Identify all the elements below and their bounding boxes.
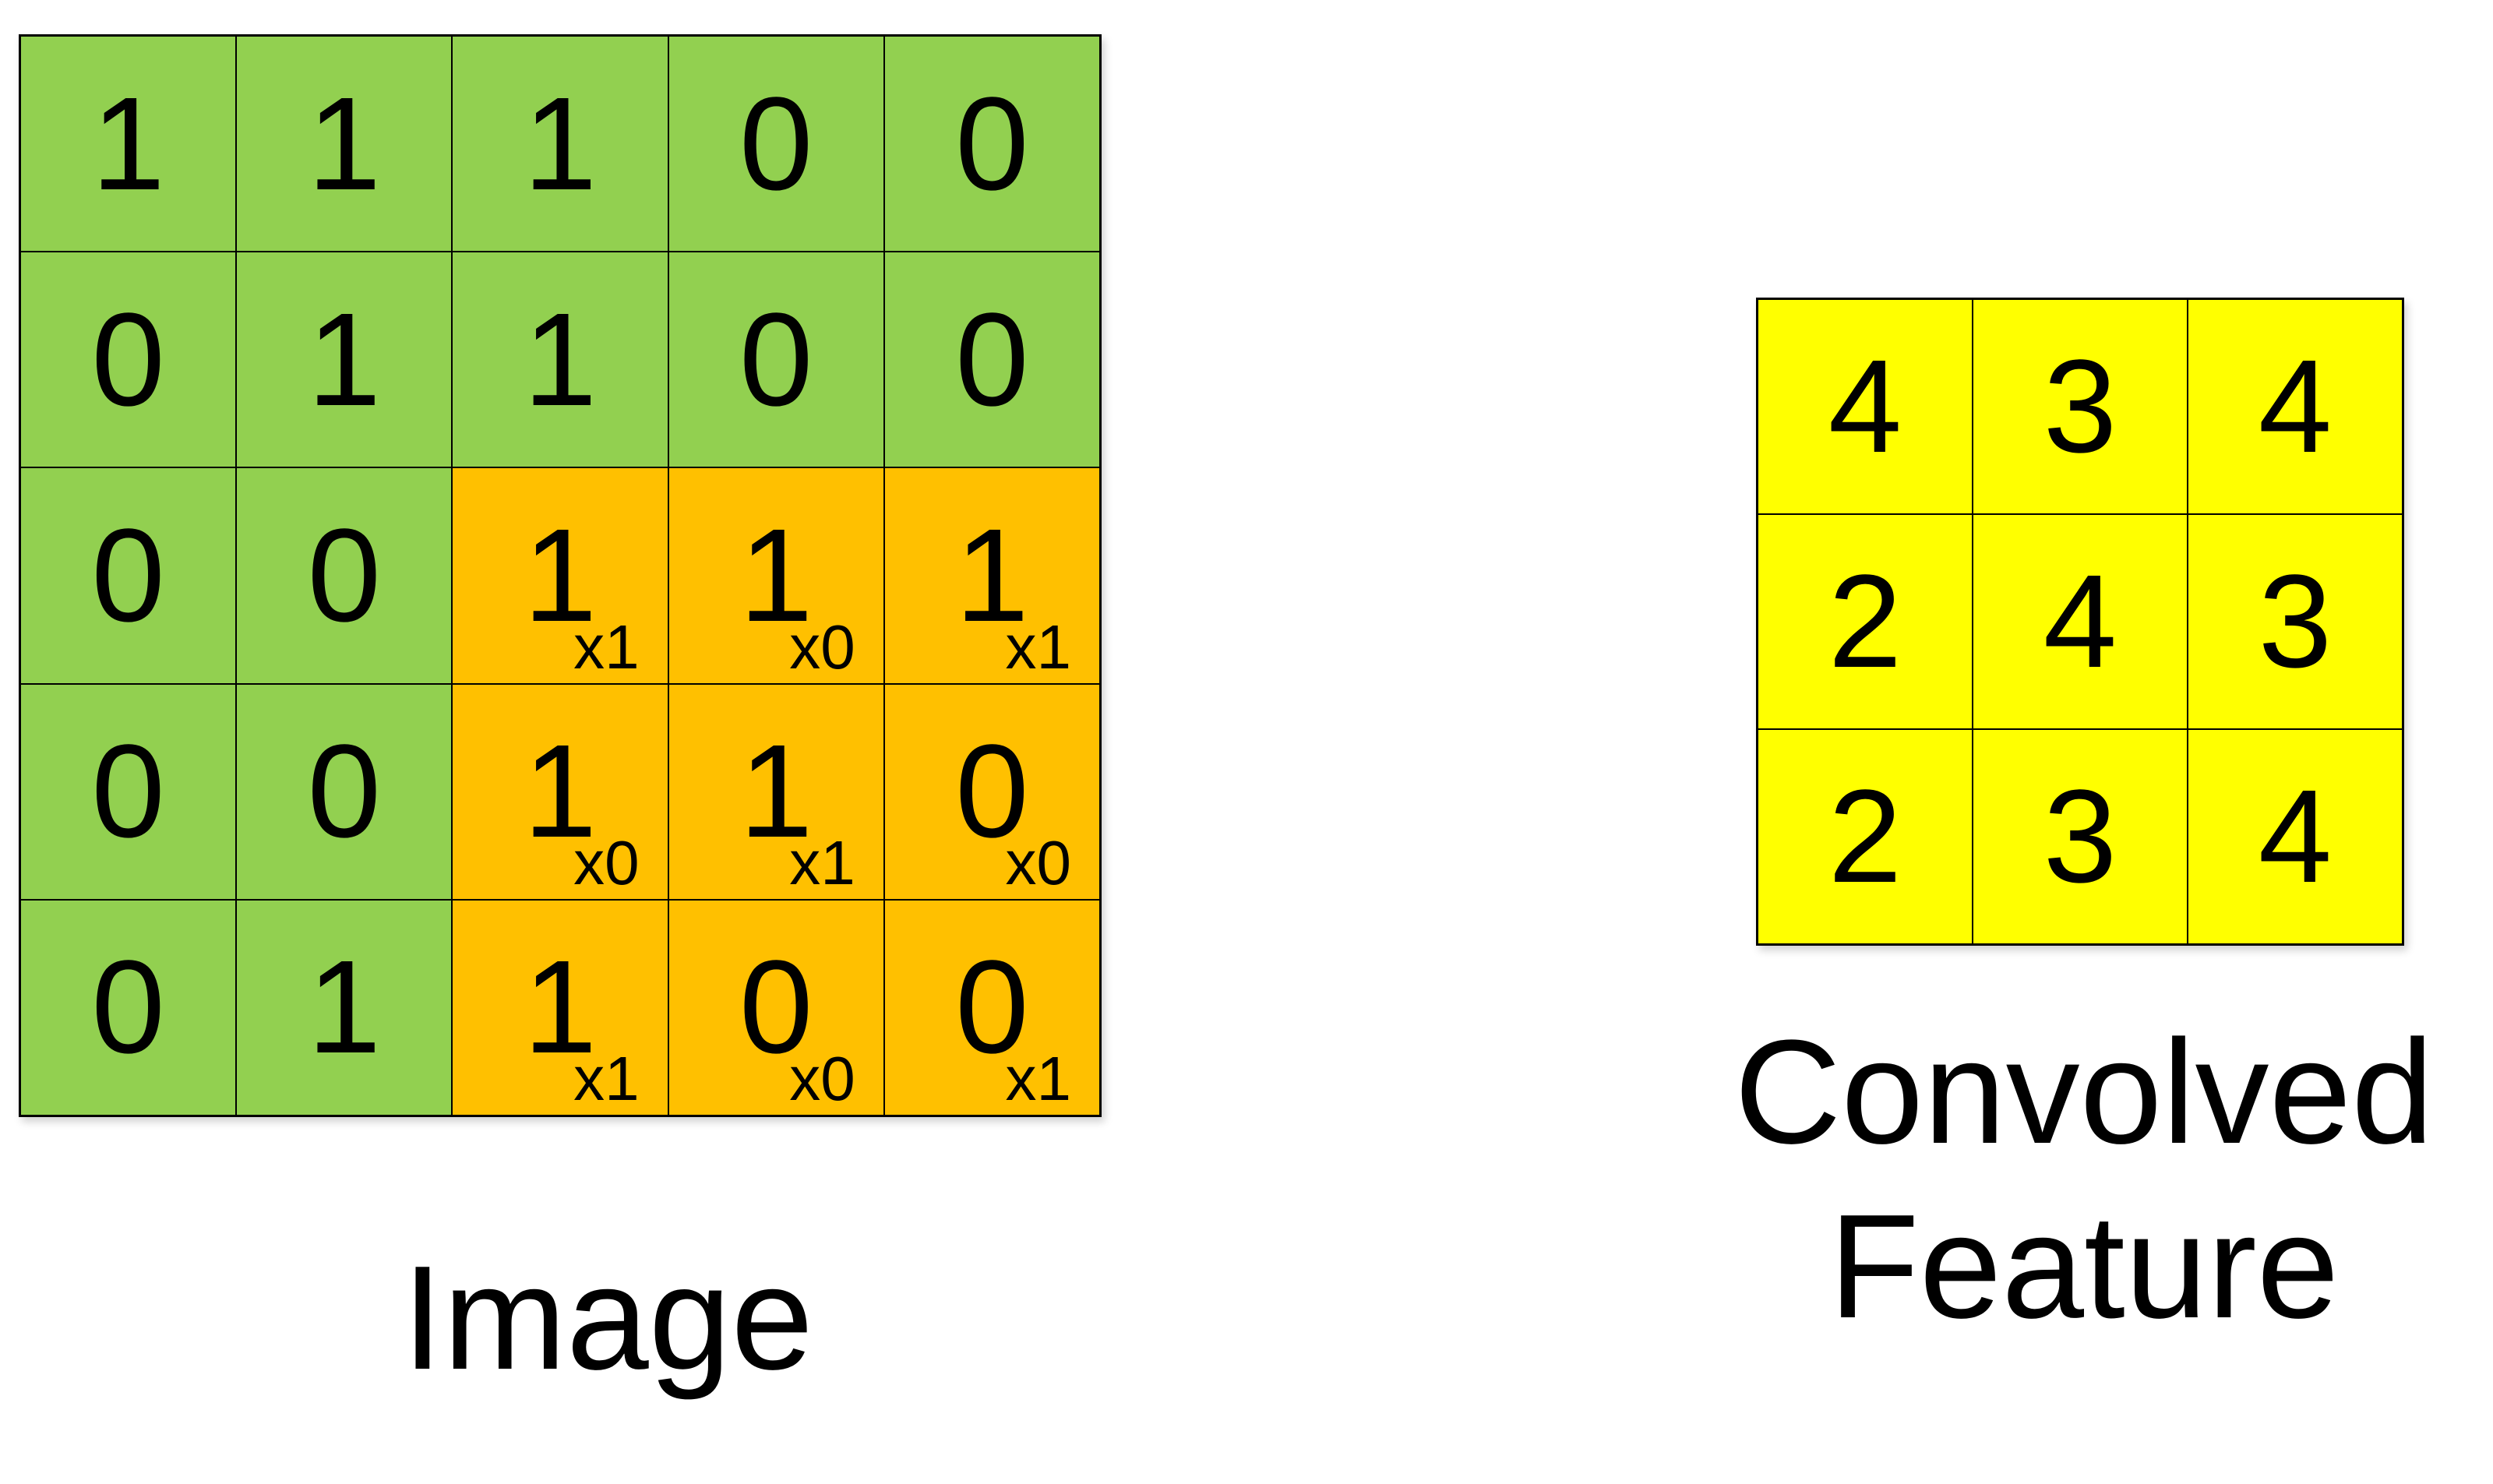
image-cell-value: 1 [523,285,598,434]
image-cell: 0 [883,252,1100,468]
convolved-feature-label-line2: Feature [1828,1184,2340,1350]
image-cell-value: 1 [523,717,598,866]
feature-cell: 3 [1973,299,2188,514]
feature-cell-value: 2 [1828,763,1902,911]
image-cell-value: 0 [307,501,382,650]
image-cell-value: 1 [739,501,813,650]
image-cell-value: 0 [739,285,813,434]
image-cell-value: 1 [955,501,1029,650]
image-cell: 0 [883,36,1100,252]
image-cell: 0 [20,683,237,900]
kernel-weight: x1 [1005,1044,1072,1113]
image-label: Image [401,1235,814,1401]
image-cell-value: 0 [91,933,165,1082]
image-cell: 0 [236,683,453,900]
image-cell-value: 1 [523,69,598,218]
kernel-weight: x0 [1005,827,1072,897]
image-cell-value: 0 [955,285,1029,434]
image-cell: 1 [452,252,668,468]
image-cell: 0 [668,252,884,468]
image-cell: 1 [236,252,453,468]
feature-cell-value: 3 [2043,333,2117,481]
image-cell-value: 0 [91,501,165,650]
feature-cell: 3 [2188,514,2403,729]
image-cell: 0 [20,467,237,684]
image-cell: 1 [236,899,453,1116]
image-cell-value: 1 [307,285,382,434]
feature-cell-value: 4 [2258,763,2333,911]
image-cell-value: 1 [523,501,598,650]
kernel-weight: x0 [573,827,640,897]
image-cell: 0 [668,36,884,252]
image-cell: 1 [236,36,453,252]
convolved-feature-label: Convolved Feature [1675,1005,2493,1354]
feature-cell: 4 [2188,729,2403,944]
kernel-weight: x1 [1005,612,1072,682]
image-cell-value: 0 [307,717,382,866]
feature-cell-value: 4 [2043,548,2117,696]
kernel-weight: x1 [573,1044,640,1113]
image-cell-value: 0 [955,717,1029,866]
feature-cell-value: 3 [2258,548,2333,696]
image-cell-value: 1 [739,717,813,866]
convolved-feature-label-line1: Convolved [1734,1010,2434,1175]
feature-cell: 2 [1758,729,1973,944]
feature-cell: 2 [1758,514,1973,729]
image-cell: 1 [20,36,237,252]
feature-cell-value: 2 [1828,548,1902,696]
image-cell: 0 [236,467,453,684]
image-cell: 0 [20,899,237,1116]
feature-cell: 4 [1758,299,1973,514]
image-cell: 1 [452,36,668,252]
image-cell-value: 1 [523,933,598,1082]
feature-cell-value: 4 [2258,333,2333,481]
feature-cell: 4 [2188,299,2403,514]
feature-cell-value: 3 [2043,763,2117,911]
image-cell-value: 0 [91,285,165,434]
image-cell-value: 1 [307,933,382,1082]
image-cell-value: 0 [91,717,165,866]
kernel-weight: x0 [789,1044,855,1113]
image-cell-value: 0 [955,933,1029,1082]
kernel-weight: x1 [789,827,855,897]
kernel-weight: x1 [573,612,640,682]
image-cell-value: 1 [91,69,165,218]
image-cell-value: 1 [307,69,382,218]
image-cell-value: 0 [739,69,813,218]
image-cell-value: 0 [955,69,1029,218]
feature-cell-value: 4 [1828,333,1902,481]
image-cell: 0 [20,252,237,468]
feature-cell: 3 [1973,729,2188,944]
feature-cell: 4 [1973,514,2188,729]
image-cell-value: 0 [739,933,813,1082]
kernel-weight: x0 [789,612,855,682]
